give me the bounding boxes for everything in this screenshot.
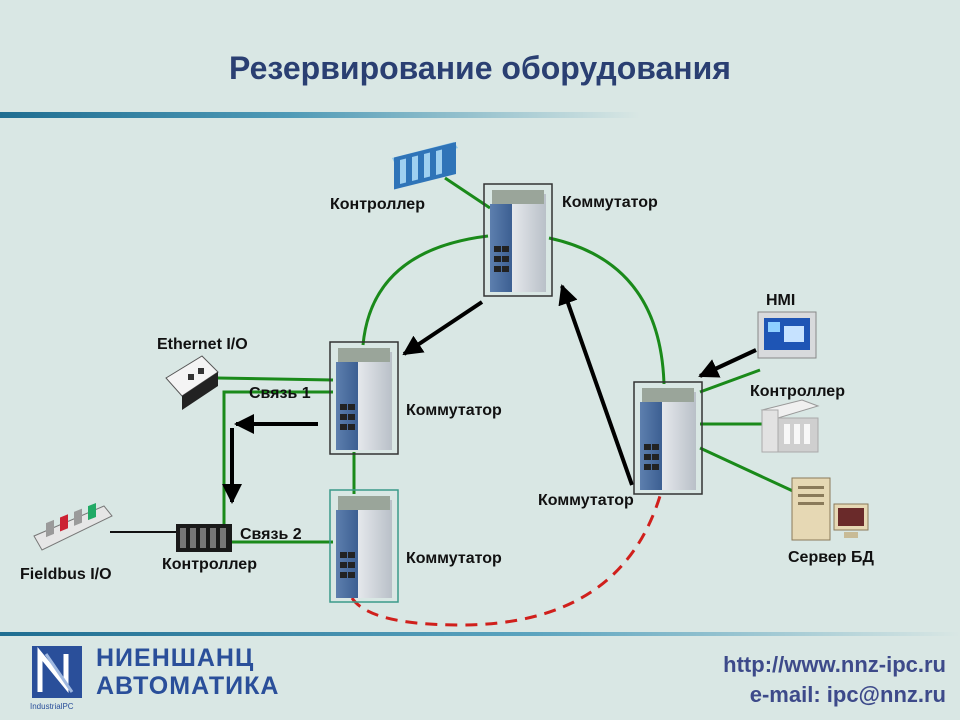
- company-name-line2: АВТОМАТИКА: [96, 672, 280, 700]
- ethernet-io-icon: [165, 355, 219, 410]
- label-fieldbus-io: Fieldbus I/O: [20, 566, 112, 583]
- label-hmi: HMI: [766, 292, 796, 309]
- label-link-2: Связь 2: [240, 526, 302, 543]
- page-title: Резервирование оборудования: [229, 50, 731, 86]
- link-1: [222, 390, 333, 532]
- email-link[interactable]: e-mail: ipc@nnz.ru: [749, 682, 946, 707]
- controller-top-icon: [392, 142, 458, 190]
- title-underline: [0, 112, 640, 118]
- company-name-line1: НИЕНШАНЦ: [96, 644, 255, 672]
- company-logo-subtitle: IndustrialPC: [30, 702, 74, 711]
- link-db-server: [699, 446, 796, 494]
- backup-link-bottom-right: [350, 495, 662, 627]
- hmi-icon: [757, 311, 817, 359]
- switch-mid: [329, 341, 399, 455]
- label-switch-bottom: Коммутатор: [406, 550, 502, 567]
- controller-right-icon: [760, 399, 820, 453]
- link-hmi: [699, 368, 761, 394]
- label-controller-top: Контроллер: [330, 196, 425, 213]
- link-ethernet-io: [216, 376, 334, 382]
- label-db-server: Сервер БД: [788, 549, 874, 566]
- ring-link-top-right: [548, 236, 666, 385]
- label-controller-right: Контроллер: [750, 383, 845, 400]
- label-switch-top: Коммутатор: [562, 194, 658, 211]
- link-controller-top: [444, 176, 491, 210]
- footer-rule: [0, 632, 960, 636]
- switch-bottom: [329, 489, 399, 603]
- arrow-to-switch-right: [698, 348, 757, 378]
- website-link[interactable]: http://www.nnz-ipc.ru: [723, 652, 946, 677]
- switch-top: [483, 183, 553, 297]
- arrow-to-switch-mid: [402, 300, 484, 356]
- label-switch-mid: Коммутатор: [406, 402, 502, 419]
- fieldbus-io-icon: [33, 502, 113, 551]
- company-logo-icon: [32, 646, 82, 698]
- switch-right: [633, 381, 703, 495]
- label-switch-right: Коммутатор: [538, 492, 634, 509]
- ring-link-top-mid: [361, 234, 489, 346]
- label-controller-left: Контроллер: [162, 556, 257, 573]
- label-link-1: Связь 1: [249, 385, 311, 402]
- arrow-to-switch-top: [558, 284, 634, 486]
- label-ethernet-io: Ethernet I/O: [157, 336, 248, 353]
- db-server-icon: [791, 477, 869, 541]
- controller-left-icon: [176, 524, 232, 552]
